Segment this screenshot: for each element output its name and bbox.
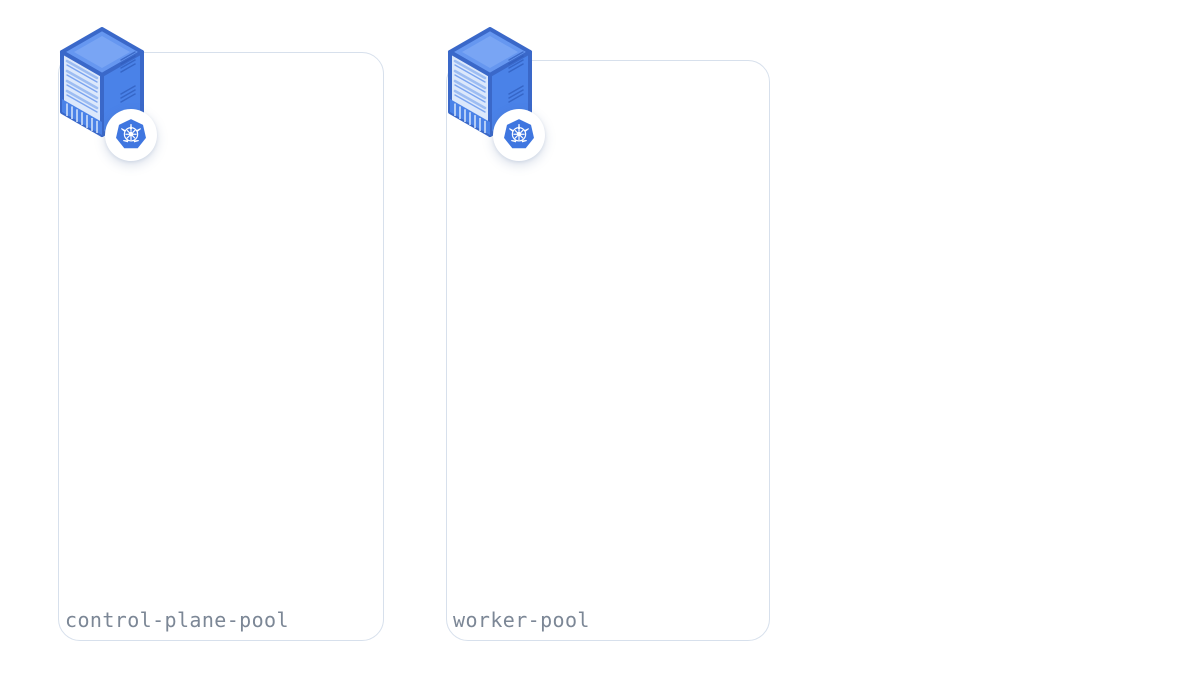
node-pool-label: worker-pool bbox=[453, 608, 590, 632]
kubernetes-badge bbox=[105, 109, 157, 161]
node-pool-label: control-plane-pool bbox=[65, 608, 289, 632]
node-pool-card-1[interactable]: worker-pool bbox=[446, 60, 770, 641]
node-pool-emblem bbox=[59, 27, 189, 172]
node-pool-card-0[interactable]: control-plane-pool bbox=[58, 52, 384, 641]
node-pool-emblem bbox=[447, 27, 577, 172]
kubernetes-icon bbox=[114, 118, 148, 152]
kubernetes-badge bbox=[493, 109, 545, 161]
kubernetes-icon bbox=[502, 118, 536, 152]
